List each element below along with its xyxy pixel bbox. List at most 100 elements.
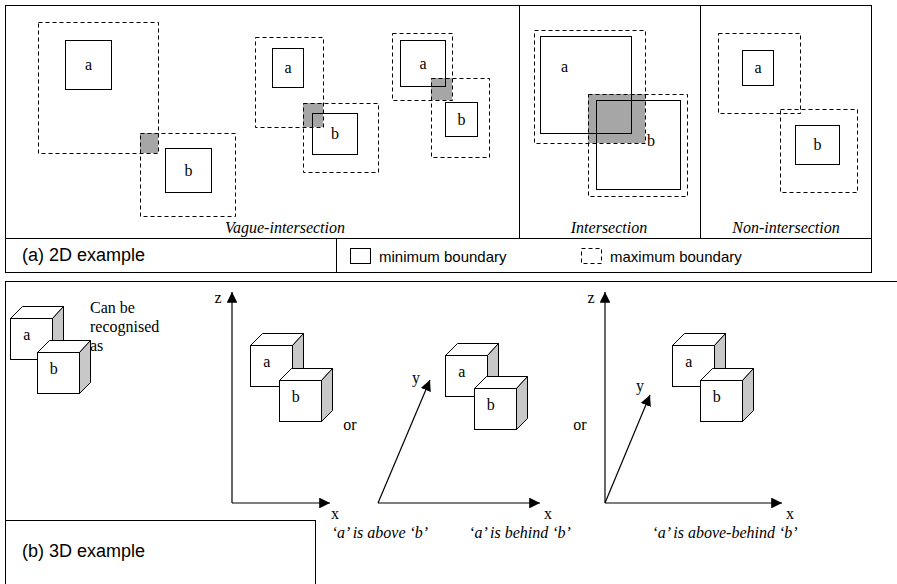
relation-caption: ‘a’ is above-behind ‘b’ xyxy=(652,523,797,542)
section-caption: Intersection xyxy=(571,218,647,237)
minimum-boundary-box: a xyxy=(400,40,446,87)
z-axis xyxy=(604,292,605,503)
minimum-boundary-box: b xyxy=(165,148,212,193)
object-label: b xyxy=(458,112,466,128)
cube-outline xyxy=(474,376,528,430)
section-caption: Vague-intersection xyxy=(225,218,345,237)
legend-text: maximum boundary xyxy=(610,248,742,265)
cube-side-face xyxy=(743,369,754,422)
panel-label: (a) 2D example xyxy=(22,245,145,267)
panel-a-cell-divider xyxy=(336,238,337,272)
cube-outline xyxy=(700,368,754,422)
z-axis xyxy=(231,292,232,503)
maximum-boundary xyxy=(393,34,453,101)
object-label: a xyxy=(458,364,465,380)
panel-label: (b) 3D example xyxy=(22,541,145,563)
maximum-boundary xyxy=(719,34,801,114)
minimum-boundary-box: b xyxy=(445,102,478,137)
object-label: a xyxy=(685,354,692,370)
cube: b xyxy=(700,368,754,422)
axis-label: z xyxy=(587,288,594,307)
cube-front-face xyxy=(38,353,80,394)
object-label: b xyxy=(292,389,300,405)
object-label: a xyxy=(23,327,30,343)
maximum-boundary xyxy=(141,134,236,217)
maximum-boundary xyxy=(256,38,324,128)
minimum-boundary-box: b xyxy=(596,100,681,190)
axis-label: x xyxy=(786,504,794,523)
object-label: a xyxy=(561,59,568,75)
maximum-boundary xyxy=(432,79,490,158)
cube-side-face xyxy=(322,369,333,422)
legend-entry: maximum boundary xyxy=(580,247,742,265)
maximum-boundary xyxy=(304,104,379,173)
object-label: a xyxy=(85,57,92,73)
cube-front-face xyxy=(280,381,322,422)
x-axis xyxy=(605,502,782,503)
minimum-boundary-box: a xyxy=(742,50,774,86)
cube-outline xyxy=(279,368,333,422)
panel-frames xyxy=(5,5,897,584)
legend-text: minimum boundary xyxy=(379,248,507,265)
object-label: b xyxy=(331,126,339,142)
object-label: b xyxy=(647,133,655,149)
x-axis xyxy=(378,502,540,503)
cube: b xyxy=(279,368,333,422)
panel-b-top xyxy=(5,281,897,282)
axis-label: x xyxy=(331,504,339,523)
object-label: b xyxy=(50,361,58,377)
panel-b-cell-divider xyxy=(315,520,316,584)
legend-entry: minimum boundary xyxy=(349,247,507,265)
minimum-boundary-box: b xyxy=(795,125,840,165)
y-axis xyxy=(378,380,430,503)
relation-caption: ‘a’ is behind ‘b’ xyxy=(469,523,571,542)
y-axis xyxy=(605,395,650,503)
object-label: a xyxy=(419,56,426,72)
panel-a-divider xyxy=(700,5,701,238)
cube-side-face xyxy=(80,341,91,394)
minimum-boundary-box: a xyxy=(272,48,304,88)
axes xyxy=(232,292,782,503)
connective-text: or xyxy=(343,415,356,434)
cube-front-face xyxy=(475,389,517,430)
object-label: a xyxy=(284,60,291,76)
cube-outline xyxy=(37,340,91,394)
object-label: b xyxy=(713,389,721,405)
panel-a-divider xyxy=(519,5,520,238)
overlap-area xyxy=(303,103,323,127)
axis-label: x xyxy=(544,504,552,523)
maximum-boundary xyxy=(781,110,858,193)
minimum-boundary-box: a xyxy=(540,36,632,134)
cube: b xyxy=(37,340,91,394)
relation-caption: ‘a’ is above ‘b’ xyxy=(332,523,428,542)
object-label: b xyxy=(185,163,193,179)
minimum-boundary-box: b xyxy=(312,113,358,155)
axis-label: z xyxy=(214,288,221,307)
maximum-boundaries xyxy=(39,23,858,217)
axis-label: y xyxy=(412,368,420,387)
maximum-boundary-swatch xyxy=(580,247,604,265)
note: Can be recognised as xyxy=(90,298,172,356)
section-caption: Non-intersection xyxy=(732,218,840,237)
cube-side-face xyxy=(517,377,528,430)
object-label: a xyxy=(263,354,270,370)
overlap-area xyxy=(140,133,158,153)
panel-b-cell-top xyxy=(5,520,315,521)
object-label: a xyxy=(754,60,761,76)
axis-label: y xyxy=(636,376,644,395)
overlap-area xyxy=(431,78,452,100)
panel-b-left xyxy=(5,281,6,584)
connective-text: or xyxy=(573,415,586,434)
maximum-boundary xyxy=(535,31,646,144)
maximum-boundary xyxy=(589,95,688,197)
panel-a-frame xyxy=(6,6,872,273)
object-label: b xyxy=(814,137,822,153)
minimum-boundary-box: a xyxy=(65,40,112,90)
cube: b xyxy=(474,376,528,430)
cube-front-face xyxy=(701,381,743,422)
x-axis xyxy=(232,502,330,503)
minimum-boundary-swatch xyxy=(349,247,373,265)
object-label: b xyxy=(487,397,495,413)
